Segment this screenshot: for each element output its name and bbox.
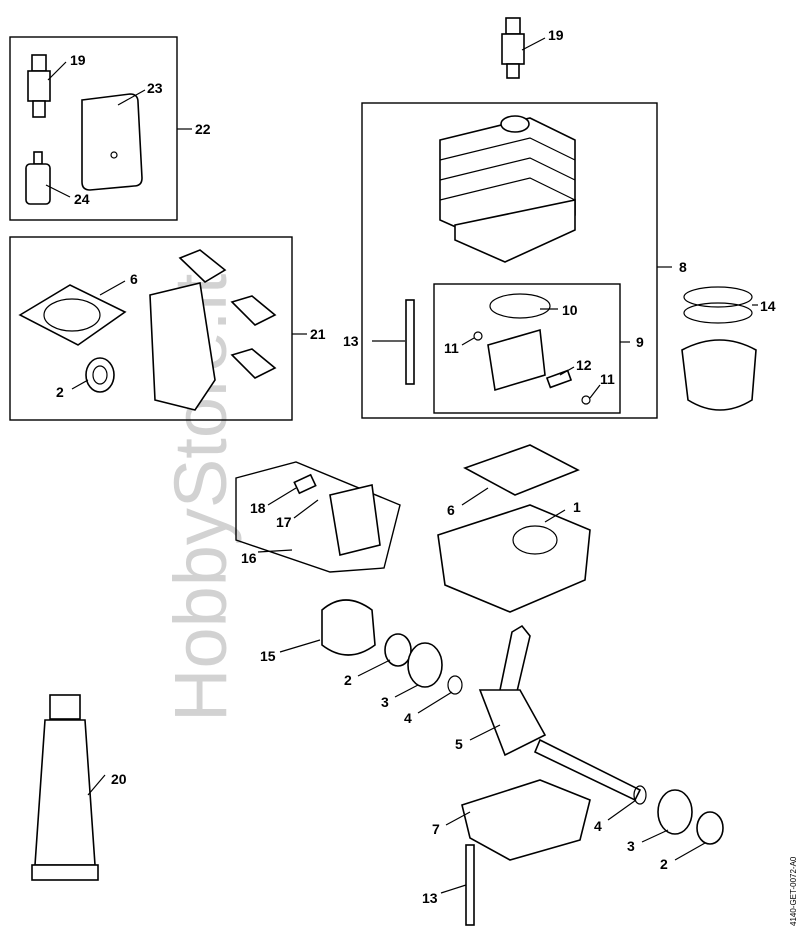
spark-plug-part — [27, 54, 51, 118]
callout-8: 8 — [679, 259, 687, 275]
oil-seal-part — [384, 633, 412, 667]
gasket-small-part — [230, 295, 277, 326]
kit-box-16 — [235, 461, 401, 573]
ball-bearing-part — [657, 789, 693, 835]
callout-6: 6 — [447, 502, 455, 518]
callout-3: 3 — [381, 694, 389, 710]
fuel-filter-part — [25, 151, 51, 205]
callout-11: 11 — [600, 371, 615, 387]
callout-4: 4 — [404, 710, 412, 726]
callout-2: 2 — [56, 384, 64, 400]
screw-part — [405, 299, 415, 385]
callout-2: 2 — [344, 672, 352, 688]
callout-1: 1 — [573, 499, 581, 515]
callout-12: 12 — [576, 357, 592, 373]
callout-16: 16 — [241, 550, 257, 566]
callout-15: 15 — [260, 648, 276, 664]
clutch-drum-part — [321, 599, 376, 656]
screw-bottom-part — [465, 844, 475, 926]
callout-21: 21 — [310, 326, 326, 342]
piston-box-9 — [433, 283, 621, 414]
callout-24: 24 — [74, 191, 90, 207]
gasket-small-part — [230, 348, 277, 379]
callout-10: 10 — [562, 302, 578, 318]
gasket-bore — [43, 298, 101, 332]
leader-lines — [45, 37, 758, 894]
oil-seal-part — [696, 811, 724, 845]
cylinder-part — [439, 115, 576, 263]
carb-gasket-part — [178, 249, 227, 284]
callout-13: 13 — [343, 333, 359, 349]
callout-17: 17 — [276, 514, 292, 530]
callout-3: 3 — [627, 838, 635, 854]
callout-18: 18 — [250, 500, 266, 516]
callout-20: 20 — [111, 771, 127, 787]
piston-spare-part — [681, 339, 757, 411]
spark-plug-top-part — [501, 17, 525, 79]
callout-5: 5 — [455, 736, 463, 752]
circlip-part — [581, 395, 591, 405]
callout-19: 19 — [70, 52, 86, 68]
gasket-part — [18, 284, 127, 346]
kit-box-21 — [9, 236, 293, 421]
drawing-code: 4140-GET-0072-A0 — [789, 856, 798, 926]
callout-7: 7 — [432, 821, 440, 837]
oil-seal-bore — [92, 365, 108, 385]
crankcase-top-part — [437, 504, 591, 613]
callout-14: 14 — [760, 298, 776, 314]
air-filter-part — [81, 93, 143, 191]
washer-part — [447, 675, 463, 695]
callout-19: 19 — [548, 27, 564, 43]
callout-6: 6 — [130, 271, 138, 287]
cylinder-box-8 — [361, 102, 658, 419]
fan-housing-part — [329, 484, 381, 556]
crankcase-bore — [512, 525, 558, 555]
cylinder-gasket-part — [463, 444, 580, 496]
callout-22: 22 — [195, 121, 211, 137]
callout-2: 2 — [660, 856, 668, 872]
piston-pin-part — [545, 369, 573, 389]
screw-insert-part — [293, 473, 317, 495]
callout-23: 23 — [147, 80, 163, 96]
piston-ring-set-part — [683, 302, 753, 324]
piston-part — [487, 328, 546, 392]
callout-11: 11 — [444, 340, 459, 356]
gasket-sheet-part — [149, 282, 216, 411]
piston-ring-part — [489, 293, 551, 319]
crankshaft-web-part — [478, 689, 547, 757]
washer-part — [633, 785, 647, 805]
circlip-part — [473, 331, 483, 341]
grease-tube-part — [31, 694, 99, 881]
crankcase-bottom-part — [461, 779, 591, 861]
ball-bearing-part — [407, 642, 443, 688]
piston-ring-set-part — [683, 286, 753, 308]
callout-9: 9 — [636, 334, 644, 350]
oil-seal-part — [85, 357, 115, 393]
callout-4: 4 — [594, 818, 602, 834]
callout-13: 13 — [422, 890, 438, 906]
